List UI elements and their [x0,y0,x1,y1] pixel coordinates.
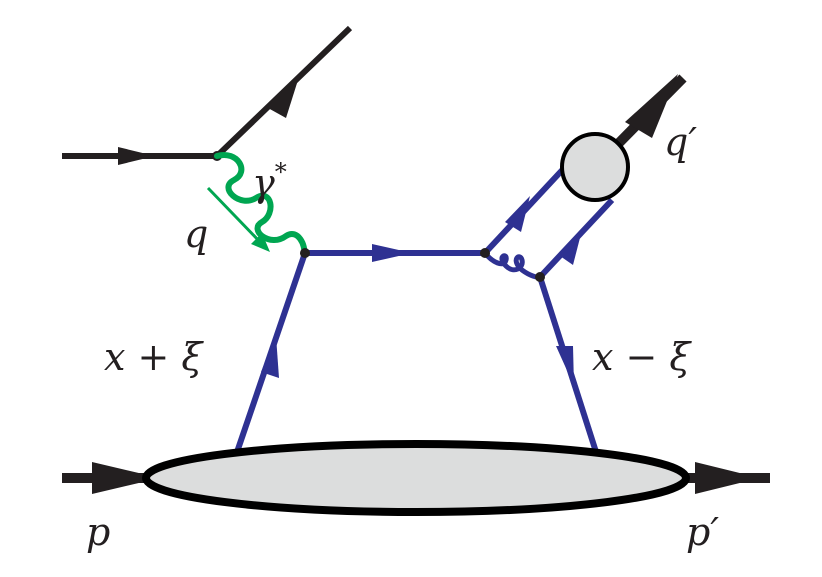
photon-momentum-label: q [184,212,208,256]
left-quark-arrow [261,336,279,378]
right-quark-arrow [556,346,574,386]
meson-momentum-prime: ′ [688,120,697,164]
photon-quark-vertex [300,248,310,258]
proton-lines [62,440,770,516]
photon-momentum-arrow-head [251,233,270,252]
virtual-photon [206,152,308,257]
photon-symbol: γ [252,161,275,205]
meson-antiquark-arrow [560,230,582,265]
incoming-proton-arrow [92,462,160,494]
horizontal-quark-arrow [372,244,412,262]
incoming-proton-label: p [86,510,110,554]
incoming-lepton-arrow [118,147,155,165]
outgoing-proton-arrow [695,462,760,494]
lepton-lines [62,25,353,165]
proton-blob [142,440,690,516]
gluon-line [482,250,543,280]
meson-momentum-label: q′ [664,120,697,164]
labels: γ* q q′ x + ξ x − ξ p p′ [86,120,719,554]
outgoing-proton-label: p′ [686,510,719,554]
meson-quark-arrow [505,196,530,232]
photon-momentum-arrow-line [206,186,264,246]
photon-wavy-line [214,152,308,257]
photon-superscript: * [275,158,287,186]
right-quark-label: x − ξ [592,335,692,379]
outgoing-proton-symbol: p [686,510,710,554]
left-quark-label: x + ξ [104,335,204,379]
meson-arrow [625,74,678,138]
meson [560,74,687,202]
outgoing-lepton-arrow [268,80,298,118]
gluon-vertex-left [480,248,490,258]
outgoing-lepton-line [214,25,353,159]
quark-lines [233,163,615,456]
meson-momentum-symbol: q [664,120,688,164]
gluon-vertex-right [535,272,545,282]
photon-label: γ* [252,158,287,205]
outgoing-proton-prime: ′ [710,510,719,554]
meson-blob [560,132,630,202]
